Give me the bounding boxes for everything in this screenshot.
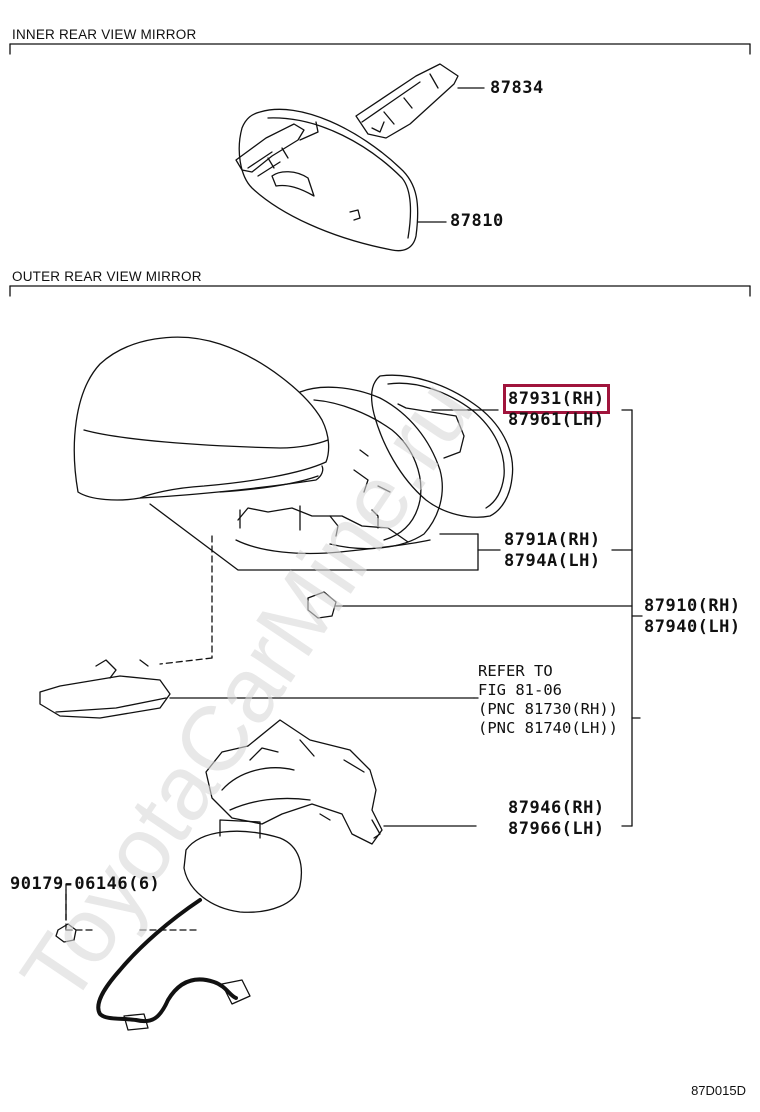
retractor-motor-87946: [205, 719, 477, 845]
outer-mirror-housing: [73, 336, 479, 571]
mirror-glass-87931: [370, 374, 514, 518]
inner-mirror-87810: [235, 108, 419, 252]
part-90179-06146[interactable]: 90179-06146(6): [10, 874, 161, 894]
part-87810[interactable]: 87810: [450, 211, 504, 231]
part-87961-lh[interactable]: 87961(LH): [508, 410, 605, 430]
outer-section-title: OUTER REAR VIEW MIRROR: [12, 269, 202, 284]
side-turn-lamp: [39, 659, 475, 719]
leader-brackets: [431, 409, 643, 827]
part-87910-rh[interactable]: 87910(RH): [644, 596, 741, 616]
dashed-guides: [65, 535, 213, 931]
refer-line-1: REFER TO: [478, 662, 553, 680]
diagram-code: 87D015D: [691, 1083, 746, 1098]
mirror-base: [183, 819, 303, 913]
outer-section-rule: [9, 285, 751, 297]
part-87946-rh[interactable]: 87946(RH): [508, 798, 605, 818]
refer-line-4[interactable]: (PNC 81740(LH)): [478, 719, 618, 737]
part-87931-rh[interactable]: 87931(RH): [503, 384, 610, 414]
wire-harness: [96, 898, 251, 1031]
inner-section-rule: [9, 43, 751, 55]
refer-note: REFER TO FIG 81-06 (PNC 81730(RH)) (PNC …: [478, 662, 618, 738]
screw-90179: [55, 889, 77, 943]
part-87966-lh[interactable]: 87966(LH): [508, 819, 605, 839]
part-8791a-rh[interactable]: 8791A(RH): [504, 530, 601, 550]
refer-line-2[interactable]: FIG 81-06: [478, 681, 562, 699]
mirror-cover-87834: [355, 63, 485, 139]
part-87834[interactable]: 87834: [490, 78, 544, 98]
signal-bulb: [307, 591, 633, 619]
refer-line-3[interactable]: (PNC 81730(RH)): [478, 700, 618, 718]
part-87940-lh[interactable]: 87940(LH): [644, 617, 741, 637]
part-8794a-lh[interactable]: 8794A(LH): [504, 551, 601, 571]
inner-section-title: INNER REAR VIEW MIRROR: [12, 27, 197, 42]
